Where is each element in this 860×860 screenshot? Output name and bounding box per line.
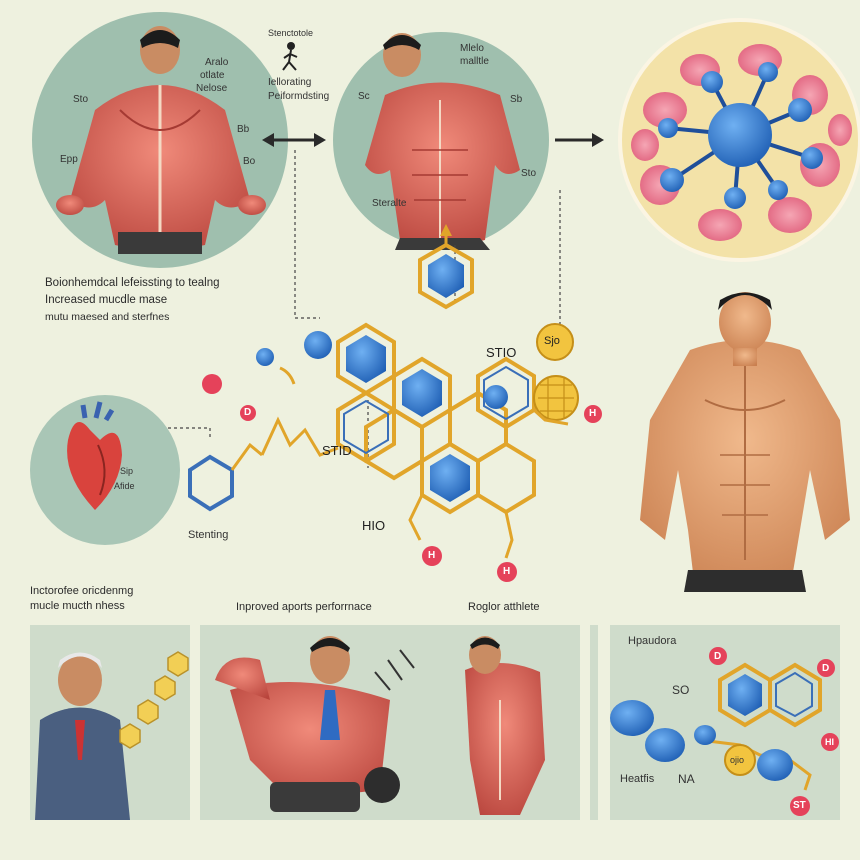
- chest-muscles-illustration: [333, 32, 549, 250]
- tag-h-bottom-2: H: [503, 566, 511, 577]
- heart-label-stenting: Stenting: [188, 529, 229, 541]
- bottom-molecule-diagram: [610, 647, 839, 816]
- heart-illustration: [30, 395, 180, 545]
- back-label-bb: Bb: [237, 124, 250, 135]
- tag-st: ST: [793, 800, 806, 811]
- back-muscles-illustration: [32, 12, 288, 268]
- tag-d: D: [244, 407, 252, 418]
- label-stid: STID: [322, 443, 352, 458]
- bottom-right-caption: Roglor atthlete: [468, 601, 540, 613]
- arrow-caption-iellorating: Iellorating: [268, 77, 312, 88]
- middle-text-line-3: mutu maesed and sterfnes: [45, 311, 170, 323]
- label-sjo: Sjo: [544, 335, 560, 347]
- label-na: NA: [678, 772, 695, 786]
- heart-label-afide: Afide: [114, 481, 135, 491]
- label-so: SO: [672, 683, 690, 697]
- arrow-caption-peiformdsting: Peiformdsting: [268, 91, 330, 102]
- back-label-sto: Sto: [73, 94, 89, 105]
- right-arrow-icon: [555, 133, 604, 147]
- bottom-left-caption-1: Inctorofee oricdenmg: [30, 585, 134, 597]
- bodybuilders-illustration: [215, 636, 545, 815]
- bottom-center-caption: Inproved aports perforrnace: [236, 601, 372, 613]
- arrow-caption-stenctotole: Stenctotole: [268, 28, 314, 38]
- chest-label-sto: Sto: [521, 168, 537, 179]
- label-stio: STIO: [486, 345, 517, 360]
- back-label-aralo: Aralo: [205, 57, 229, 68]
- tag-d-2: D: [822, 663, 830, 674]
- tag-h-right: H: [589, 408, 597, 419]
- muscle-tissue-molecule-illustration: [618, 18, 860, 262]
- tag-hi: HI: [825, 737, 834, 747]
- chest-label-mlelo: Mlelo: [460, 43, 484, 54]
- middle-text-line-2: Increased mucdle mase: [45, 294, 168, 306]
- label-ojio: ojio: [730, 755, 745, 765]
- chest-label-sc: Sc: [358, 91, 370, 102]
- muscular-athlete-illustration: [640, 292, 850, 592]
- back-label-otlate: otlate: [200, 70, 225, 81]
- label-heatfis: Heatfis: [620, 773, 655, 785]
- label-hio: HIO: [362, 518, 386, 533]
- chest-label-steralte: Steralte: [372, 198, 407, 209]
- older-man-illustration: [35, 651, 189, 820]
- tag-d-1: D: [714, 651, 722, 662]
- tag-h-bottom: H: [428, 550, 436, 561]
- back-label-bo: Bo: [243, 156, 256, 167]
- heart-label-sip: Sip: [120, 466, 134, 476]
- back-label-nelose: Nelose: [196, 83, 228, 94]
- steroid-molecule-diagram: [188, 224, 602, 582]
- back-label-epp: Epp: [60, 154, 78, 165]
- double-arrow-icon: [262, 42, 326, 147]
- bottom-left-caption-2: mucle mucth nhess: [30, 600, 125, 612]
- tag-ag: AG: [204, 377, 221, 389]
- middle-text-line-1: Boionhemdcal lefeissting to tealng: [45, 277, 220, 289]
- chest-label-malltle: malltle: [460, 56, 489, 67]
- chest-label-sb: Sb: [510, 94, 523, 105]
- label-hpaudora: Hpaudora: [628, 635, 677, 647]
